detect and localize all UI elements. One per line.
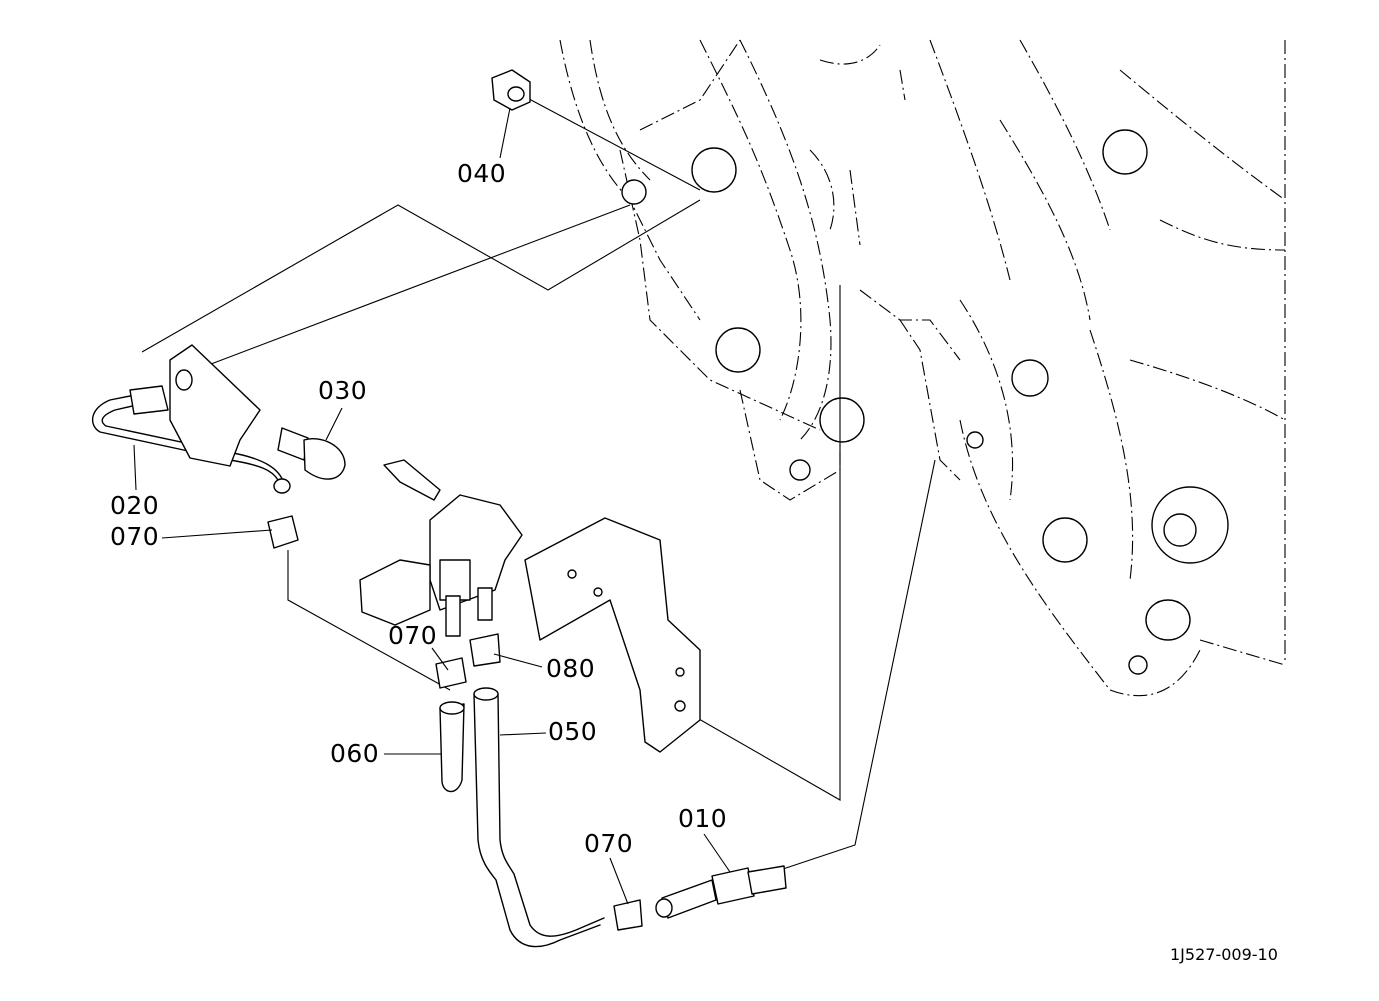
label-070-b[interactable]: 070 xyxy=(388,621,437,650)
part-080-clamp[interactable] xyxy=(469,633,501,667)
part-040-nut[interactable] xyxy=(491,69,531,111)
label-040[interactable]: 040 xyxy=(457,159,506,188)
label-030[interactable]: 030 xyxy=(318,376,367,405)
part-030-bolt[interactable] xyxy=(277,427,346,480)
label-010[interactable]: 010 xyxy=(678,804,727,833)
part-010-connector[interactable] xyxy=(655,865,787,919)
label-060[interactable]: 060 xyxy=(330,739,379,768)
part-050-hose[interactable] xyxy=(473,687,605,948)
label-020[interactable]: 020 xyxy=(110,491,159,520)
label-070-a[interactable]: 070 xyxy=(110,522,159,551)
part-070-clamp-b[interactable] xyxy=(435,657,467,689)
engine-housing xyxy=(559,39,1286,697)
part-070-clamp-c[interactable] xyxy=(613,899,643,931)
label-leaders xyxy=(133,107,731,905)
part-070-clamp-a[interactable] xyxy=(267,515,299,549)
part-060-cap[interactable] xyxy=(439,701,465,793)
diagram-code: 1J527-009-10 xyxy=(1170,945,1278,964)
mounting-bracket[interactable] xyxy=(524,517,701,753)
label-080[interactable]: 080 xyxy=(546,654,595,683)
housing-bolts xyxy=(621,129,1229,675)
label-050[interactable]: 050 xyxy=(548,717,597,746)
leader-lines xyxy=(141,91,936,871)
pressure-sensor[interactable] xyxy=(359,459,523,637)
label-070-c[interactable]: 070 xyxy=(584,829,633,858)
part-020-pipe[interactable] xyxy=(91,344,291,494)
